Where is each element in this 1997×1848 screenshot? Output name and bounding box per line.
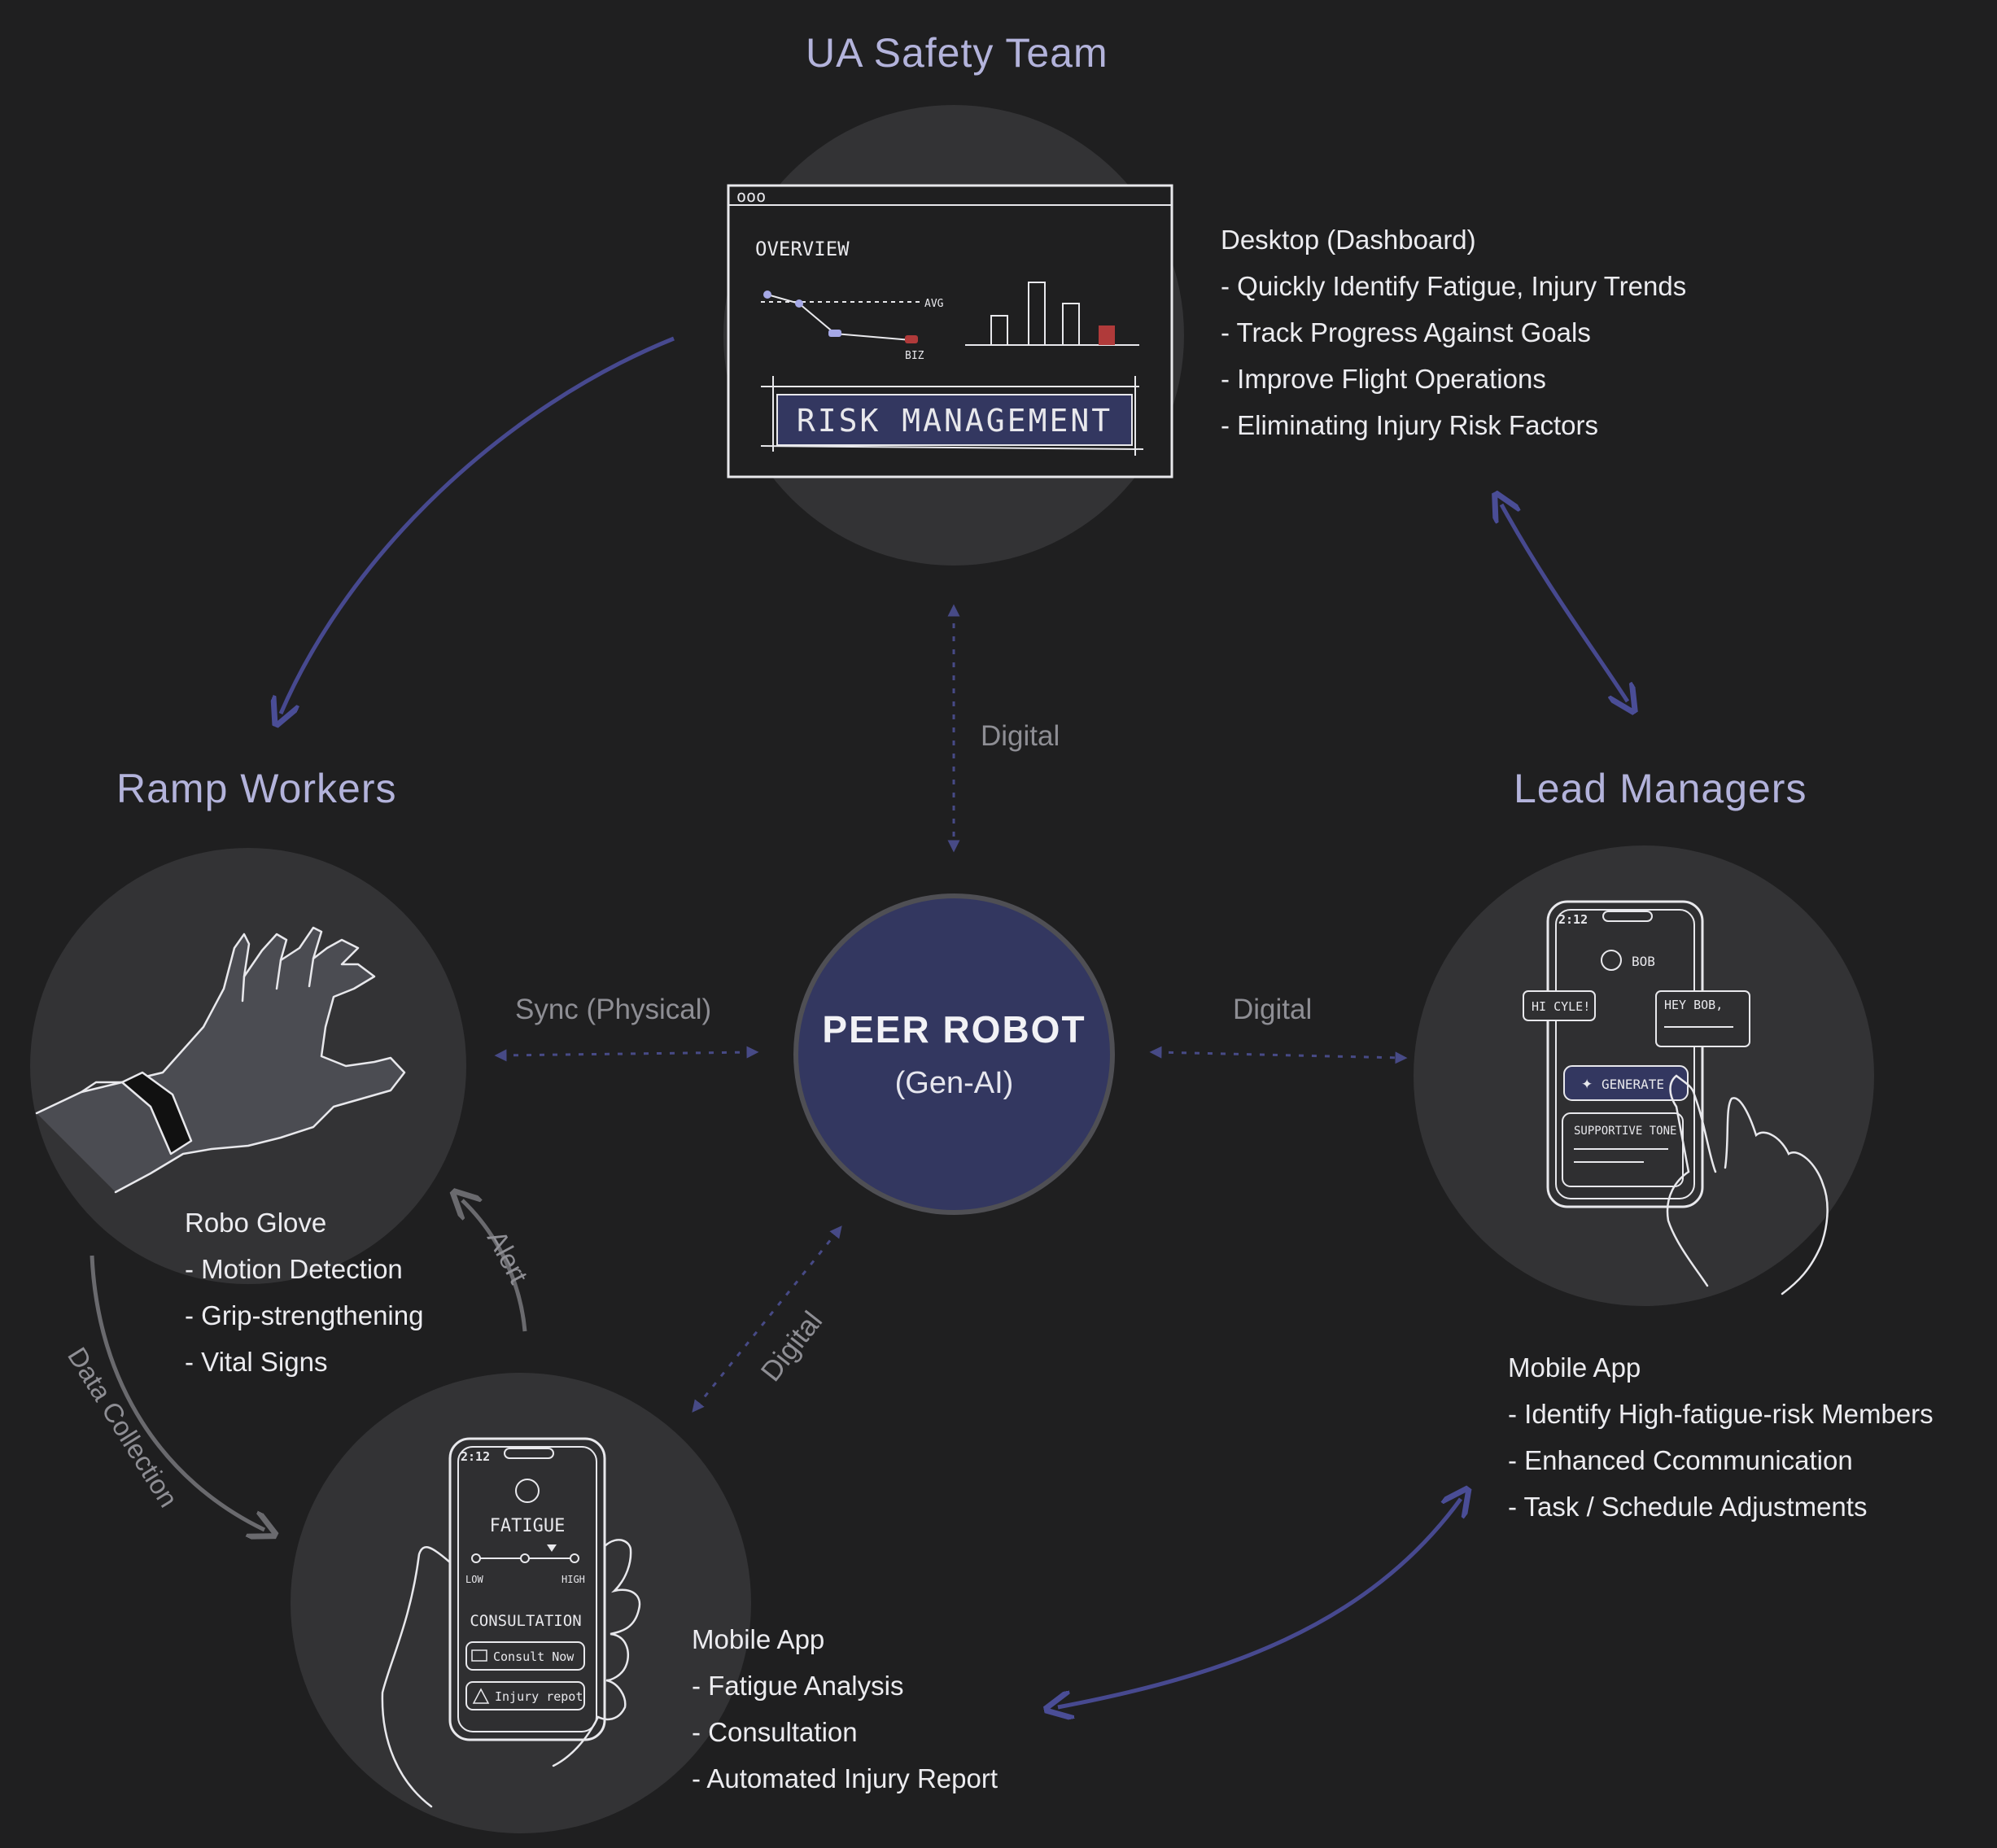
- glove-feature-item: - Motion Detection: [185, 1254, 403, 1284]
- consultation-heading: CONSULTATION: [470, 1612, 581, 1630]
- hub-title: PEER ROBOT: [822, 1008, 1086, 1051]
- glove-feature-list: Robo Glove - Motion Detection - Grip-str…: [185, 1199, 423, 1385]
- worker-phone-sketch: 2:12 FATIGUE LOW HIGH CONSULTATION Consu…: [381, 1437, 641, 1808]
- fatigue-low-label: LOW: [465, 1574, 483, 1585]
- dashboard-sketch: ooo OVERVIEW AVG BIZ RISK MANAGEMENT: [727, 184, 1173, 478]
- data-collection-label: Data Collection: [62, 1342, 184, 1512]
- worker-phone-time: 2:12: [461, 1449, 490, 1464]
- risk-management-banner: RISK MANAGEMENT: [797, 403, 1112, 439]
- manager-phone-sketch: 2:12 BOB HI CYLE! HEY BOB, ✦ GENERATE SU…: [1523, 900, 1829, 1295]
- connector-left-hub: [494, 1046, 759, 1062]
- arrow-alert: [462, 1200, 527, 1332]
- bubble-hi-cyle: HI CYLE!: [1532, 999, 1590, 1014]
- desktop-feature-list: Desktop (Dashboard) - Quickly Identify F…: [1221, 216, 1686, 448]
- glove-feature-item: - Grip-strengthening: [185, 1300, 424, 1330]
- manager-phone-time: 2:12: [1558, 912, 1588, 927]
- desktop-feature-item: - Quickly Identify Fatigue, Injury Trend…: [1221, 271, 1687, 301]
- digital-top-label: Digital: [981, 720, 1060, 752]
- worker-app-feature-list: Mobile App - Fatigue Analysis - Consulta…: [692, 1616, 998, 1802]
- dashboard-heading: OVERVIEW: [755, 238, 850, 260]
- digital-right-label: Digital: [1233, 994, 1313, 1025]
- peer-robot-hub: PEER ROBOT (Gen-AI): [793, 893, 1115, 1215]
- arrow-top-right: [1501, 505, 1628, 701]
- manager-app-feature-item: - Enhanced Ccommunication: [1508, 1445, 1853, 1475]
- window-dots: ooo: [736, 186, 766, 206]
- biz-label: BIZ: [905, 350, 924, 362]
- right-title: Lead Managers: [1514, 766, 1807, 811]
- fatigue-heading: FATIGUE: [490, 1516, 566, 1536]
- arrow-data-collection: [90, 1255, 264, 1530]
- glove-features-title: Robo Glove: [185, 1208, 327, 1238]
- glove-feature-item: - Vital Signs: [185, 1347, 328, 1377]
- manager-app-feature-list: Mobile App - Identify High-fatigue-risk …: [1508, 1344, 1934, 1530]
- alert-label: Alert: [482, 1225, 535, 1288]
- digital-bottom-label: Digital: [755, 1305, 829, 1387]
- sparkle-icon: ✦: [1581, 1077, 1593, 1092]
- hub-subtitle: (Gen-AI): [894, 1066, 1014, 1100]
- connector-right-hub: [1149, 1046, 1408, 1064]
- injury-report-button: Injury repot: [495, 1689, 583, 1704]
- manager-app-feature-item: - Identify High-fatigue-risk Members: [1508, 1399, 1934, 1429]
- left-title: Ramp Workers: [116, 766, 397, 811]
- arrow-top-to-left: [281, 336, 675, 714]
- holding-hand-icon: [381, 1539, 641, 1808]
- worker-app-features-title: Mobile App: [692, 1624, 825, 1654]
- worker-app-feature-item: - Consultation: [692, 1717, 858, 1747]
- worker-app-feature-item: - Automated Injury Report: [692, 1763, 998, 1793]
- fatigue-high-label: HIGH: [562, 1574, 585, 1585]
- pointing-hand-icon: [1666, 1074, 1829, 1295]
- warning-icon: [472, 1688, 490, 1704]
- top-title: UA Safety Team: [806, 30, 1108, 76]
- manager-contact-name: BOB: [1632, 954, 1655, 969]
- arrow-right-bottom: [1058, 1499, 1461, 1707]
- desktop-feature-item: - Eliminating Injury Risk Factors: [1221, 410, 1598, 440]
- robo-glove-icon: [35, 926, 406, 1194]
- desktop-feature-item: - Track Progress Against Goals: [1221, 317, 1591, 347]
- bubble-hey-bob: HEY BOB,: [1664, 998, 1723, 1012]
- consult-now-button: Consult Now: [493, 1649, 575, 1664]
- worker-app-feature-item: - Fatigue Analysis: [692, 1671, 904, 1701]
- generate-button: GENERATE: [1602, 1077, 1664, 1092]
- supportive-tone-card: SUPPORTIVE TONE: [1574, 1125, 1676, 1138]
- desktop-features-title: Desktop (Dashboard): [1221, 225, 1476, 255]
- manager-app-feature-item: - Task / Schedule Adjustments: [1508, 1492, 1868, 1522]
- avg-label: AVG: [924, 298, 944, 310]
- chat-icon: [471, 1649, 487, 1662]
- manager-app-features-title: Mobile App: [1508, 1352, 1641, 1383]
- sync-physical-label: Sync (Physical): [515, 994, 712, 1025]
- desktop-feature-item: - Improve Flight Operations: [1221, 364, 1546, 394]
